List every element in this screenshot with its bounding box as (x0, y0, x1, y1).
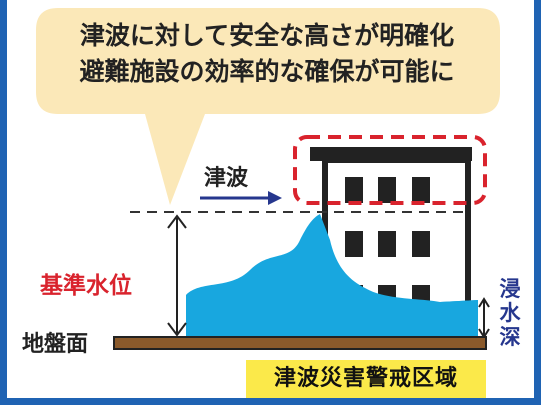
tsunami-water (186, 214, 478, 337)
base-level-arrow (167, 214, 187, 337)
inundation-depth-arrow (478, 297, 490, 339)
callout-text: 津波に対して安全な高さが明確化 避難施設の効率的な確保が可能に (47, 18, 487, 90)
speech-bubble (36, 8, 500, 205)
callout-line-1: 津波に対して安全な高さが明確化 (79, 21, 455, 50)
tsunami-arrow (200, 191, 282, 205)
inundation-depth-label: 浸水深 (499, 277, 521, 349)
safe-height-highlight (293, 135, 487, 205)
callout-line-2: 避難施設の効率的な確保が可能に (79, 57, 455, 86)
base-water-level-label: 基準水位 (40, 273, 132, 299)
tsunami-label: 津波 (204, 166, 249, 191)
water-front-right (440, 300, 478, 337)
ground-surface-label: 地盤面 (22, 332, 89, 357)
warning-zone-label: 津波災害警戒区域 (246, 360, 486, 398)
ground-surface (113, 336, 487, 350)
